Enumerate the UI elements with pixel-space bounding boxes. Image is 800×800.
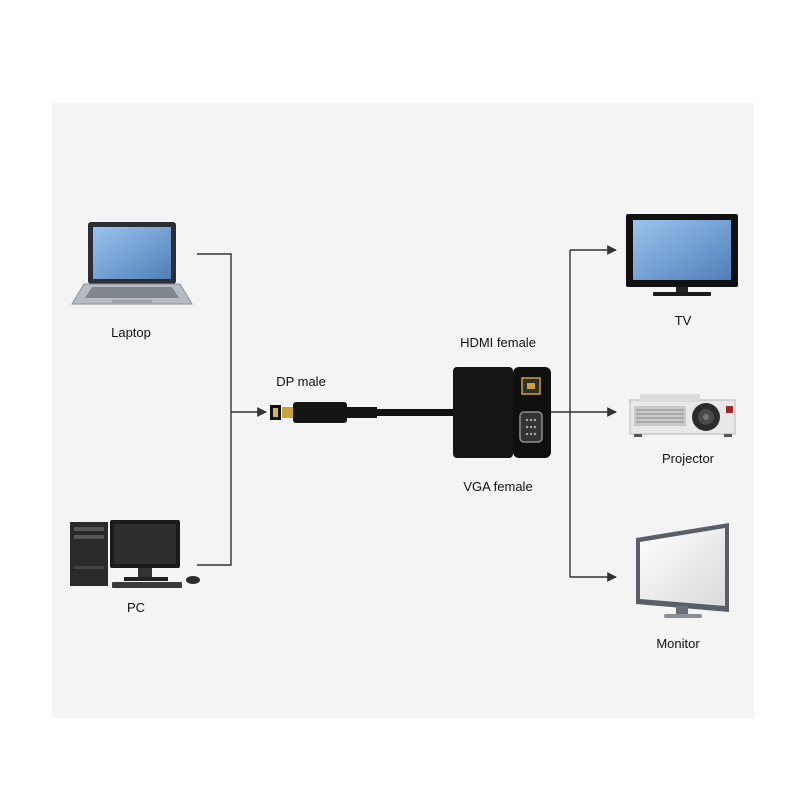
source-lines	[197, 253, 267, 566]
tv-icon	[626, 214, 738, 296]
dp-male-label: DP male	[276, 374, 326, 389]
projector-label: Projector	[661, 451, 715, 466]
tv-label: TV	[674, 313, 692, 328]
pc-icon	[70, 520, 200, 588]
hdmi-female-label: HDMI female	[460, 335, 536, 350]
projector-icon	[629, 394, 736, 437]
adapter-device	[453, 367, 551, 458]
vga-female-label: VGA female	[463, 479, 533, 494]
monitor-icon	[636, 523, 729, 618]
laptop-label: Laptop	[111, 325, 151, 340]
dp-cable	[270, 402, 453, 423]
output-lines	[549, 245, 617, 582]
monitor-label: Monitor	[656, 636, 700, 651]
laptop-icon	[71, 222, 193, 305]
pc-label: PC	[126, 600, 146, 615]
